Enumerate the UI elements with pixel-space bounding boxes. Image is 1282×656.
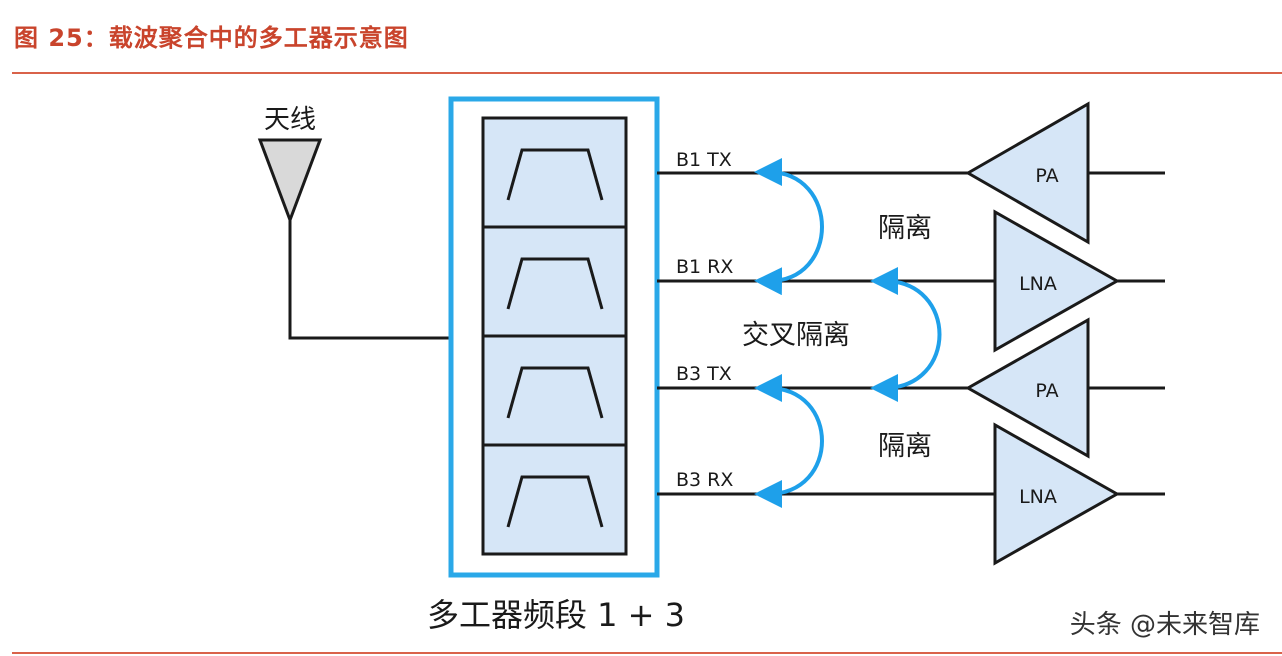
- isolation-arrow-b1: [754, 158, 824, 296]
- cross-isolation-arrow: [870, 267, 942, 402]
- pa-label-1: PA: [1035, 165, 1058, 187]
- antenna-feed-line: [288, 220, 450, 340]
- pa-amplifier-2: PA: [964, 317, 1090, 459]
- bandpass-icon: [506, 148, 604, 201]
- port-label-b3-rx: B3 RX: [676, 469, 733, 491]
- filter-cell-b1-tx: [481, 116, 628, 229]
- multiplexer-caption: 多工器频段 1 + 3: [427, 596, 685, 634]
- bandpass-icon: [506, 366, 604, 419]
- bandpass-icon: [506, 257, 604, 310]
- port-label-b1-rx: B1 RX: [676, 256, 733, 278]
- lna-label-1: LNA: [1019, 273, 1057, 295]
- antenna-icon: [257, 138, 323, 225]
- lna-amplifier-1: LNA: [993, 209, 1121, 353]
- pa-label-2: PA: [1035, 380, 1058, 402]
- figure-title: 图 25：载波聚合中的多工器示意图: [14, 24, 409, 52]
- isolation-label-1: 隔离: [878, 213, 932, 244]
- port-label-b3-tx: B3 TX: [676, 363, 732, 385]
- top-rule: [12, 72, 1282, 74]
- bandpass-icon: [506, 475, 604, 528]
- lna-amplifier-2: LNA: [993, 422, 1121, 566]
- antenna-label: 天线: [264, 105, 316, 135]
- bottom-rule: [12, 652, 1282, 654]
- filter-cell-b3-tx: [481, 334, 628, 447]
- port-label-b1-tx: B1 TX: [676, 149, 732, 171]
- pa-amplifier-1: PA: [964, 101, 1090, 245]
- filter-cell-b1-rx: [481, 225, 628, 338]
- watermark: 头条 @未来智库: [1069, 610, 1260, 640]
- lna-label-2: LNA: [1019, 486, 1057, 508]
- cross-isolation-label: 交叉隔离: [742, 320, 850, 351]
- isolation-label-2: 隔离: [878, 431, 932, 462]
- isolation-arrow-b3: [754, 374, 824, 508]
- filter-cell-b3-rx: [481, 443, 628, 556]
